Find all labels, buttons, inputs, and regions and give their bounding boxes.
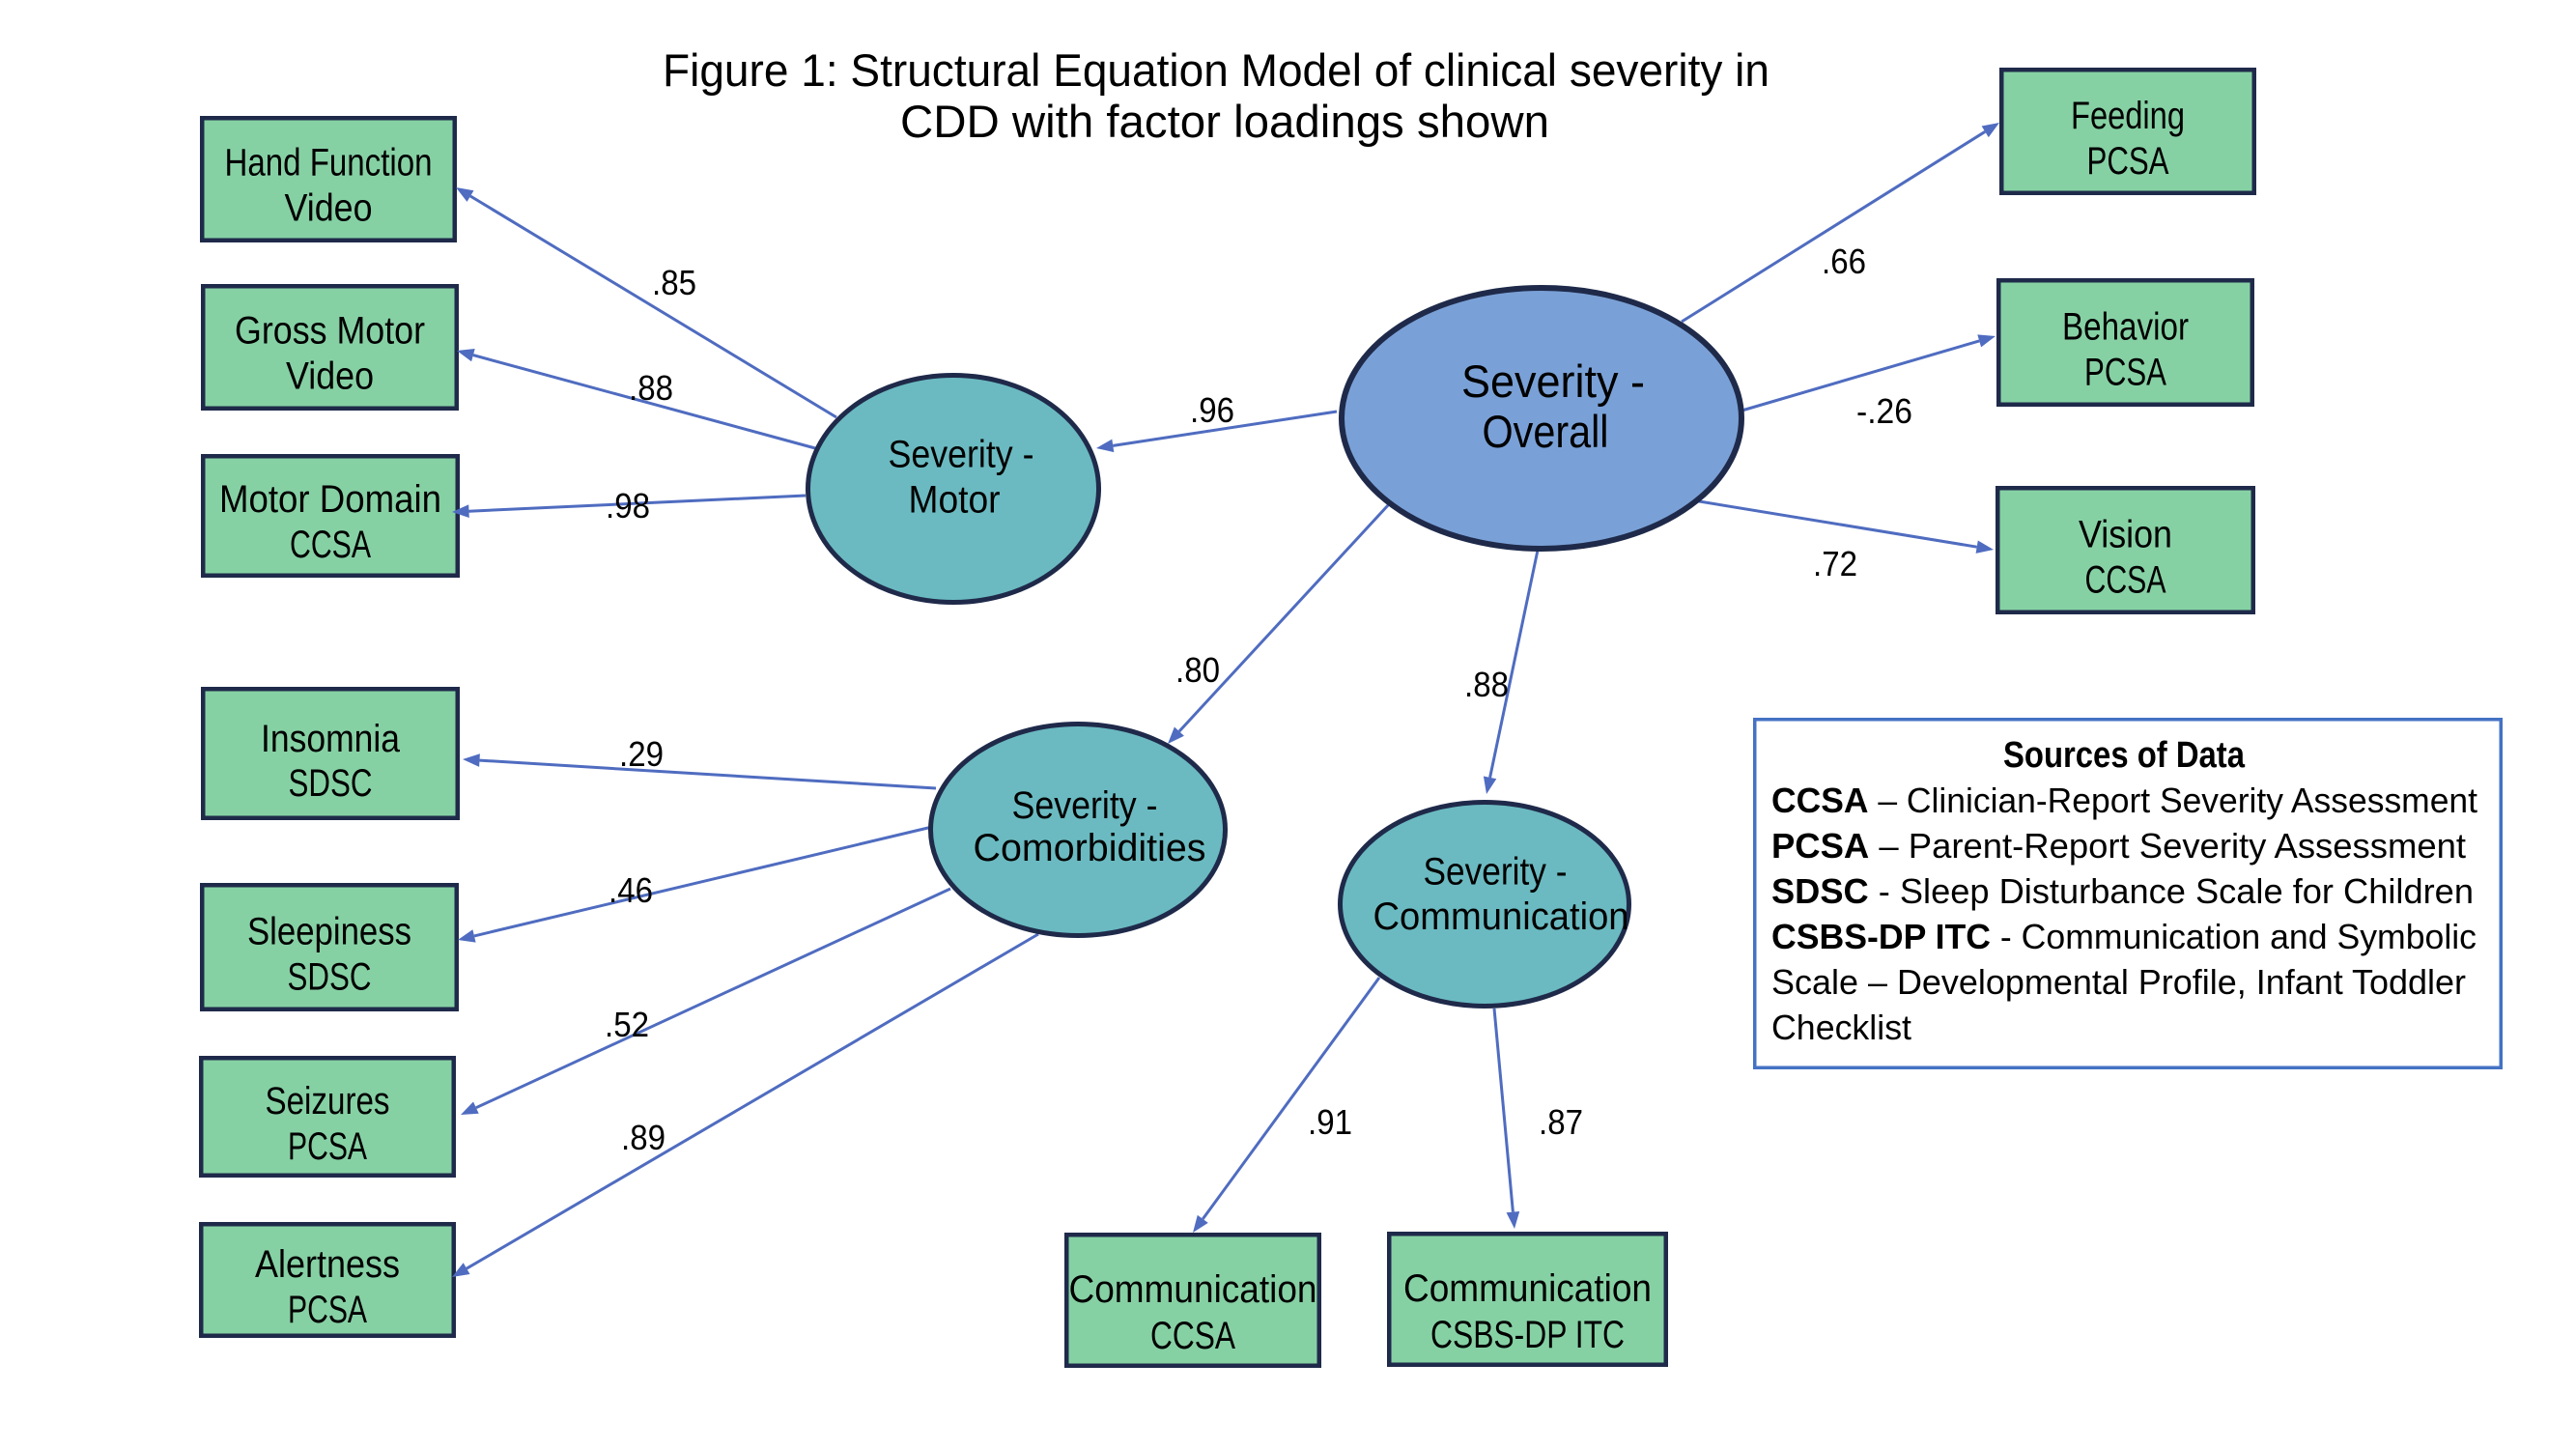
- svg-text:Comorbidities: Comorbidities: [974, 827, 1206, 869]
- svg-text:Behavior: Behavior: [2062, 306, 2189, 349]
- svg-text:PCSA: PCSA: [2087, 140, 2169, 183]
- svg-text:.89: .89: [621, 1118, 665, 1157]
- svg-text:Motor: Motor: [909, 479, 1001, 522]
- svg-text:PCSA: PCSA: [2084, 352, 2166, 394]
- svg-text:Feeding: Feeding: [2071, 95, 2185, 137]
- svg-text:.91: .91: [1308, 1102, 1352, 1142]
- svg-text:Scale – Developmental Profile,: Scale – Developmental Profile, Infant To…: [1771, 962, 2466, 1002]
- svg-text:Hand Function: Hand Function: [225, 142, 433, 185]
- svg-text:.72: .72: [1813, 544, 1857, 583]
- svg-text:Sleepiness: Sleepiness: [247, 911, 411, 953]
- svg-text:Sources of Data: Sources of Data: [2003, 735, 2246, 776]
- svg-text:CCSA: CCSA: [290, 524, 371, 566]
- svg-text:.46: .46: [609, 870, 653, 910]
- svg-text:Vision: Vision: [2079, 514, 2172, 556]
- svg-text:Checklist: Checklist: [1771, 1008, 1911, 1047]
- svg-text:Severity -: Severity -: [1424, 851, 1568, 894]
- svg-text:Motor Domain: Motor Domain: [219, 478, 441, 521]
- svg-text:CSBS-DP ITC: CSBS-DP ITC: [1430, 1314, 1625, 1356]
- svg-text:Figure 1: Structural Equation: Figure 1: Structural Equation Model of c…: [663, 44, 1769, 96]
- svg-text:SDSC: SDSC: [289, 762, 373, 805]
- svg-text:CDD with factor loadings shown: CDD with factor loadings shown: [900, 96, 1549, 147]
- svg-text:CCSA: CCSA: [2085, 559, 2166, 602]
- svg-text:Video: Video: [285, 187, 373, 230]
- svg-text:.96: .96: [1190, 390, 1234, 430]
- svg-text:Video: Video: [286, 355, 374, 398]
- svg-text:CCSA: CCSA: [1150, 1315, 1235, 1357]
- svg-text:-.26: -.26: [1856, 391, 1912, 431]
- svg-text:CCSA – Clinician-Report Severi: CCSA – Clinician-Report Severity Assessm…: [1771, 781, 2477, 820]
- svg-text:.29: .29: [619, 734, 664, 774]
- svg-text:.98: .98: [606, 486, 650, 526]
- svg-text:PCSA: PCSA: [288, 1125, 367, 1168]
- svg-text:SDSC - Sleep Disturbance Scale: SDSC - Sleep Disturbance Scale for Child…: [1771, 871, 2474, 911]
- svg-text:.52: .52: [605, 1005, 649, 1044]
- svg-text:Severity -: Severity -: [1012, 784, 1158, 827]
- svg-text:Severity -: Severity -: [889, 434, 1034, 476]
- svg-text:SDSC: SDSC: [288, 956, 372, 999]
- svg-text:PCSA: PCSA: [288, 1289, 367, 1331]
- svg-text:.85: .85: [652, 263, 696, 302]
- svg-text:Communication: Communication: [1069, 1268, 1317, 1311]
- svg-text:.88: .88: [1464, 665, 1509, 704]
- svg-text:Severity -: Severity -: [1461, 355, 1645, 407]
- svg-text:Insomnia: Insomnia: [261, 718, 401, 760]
- svg-text:PCSA – Parent-Report Severity: PCSA – Parent-Report Severity Assessment: [1771, 826, 2466, 866]
- svg-text:Alertness: Alertness: [255, 1243, 400, 1286]
- svg-text:Overall: Overall: [1483, 406, 1609, 457]
- svg-text:Gross Motor: Gross Motor: [235, 310, 425, 353]
- svg-text:CSBS-DP ITC - Communication a: CSBS-DP ITC - Communication and Symbolic: [1771, 917, 2477, 956]
- svg-text:Seizures: Seizures: [266, 1080, 390, 1122]
- svg-text:Communication: Communication: [1403, 1267, 1652, 1310]
- svg-text:.87: .87: [1539, 1102, 1583, 1142]
- svg-text:.66: .66: [1822, 242, 1866, 281]
- svg-text:.80: .80: [1175, 650, 1220, 690]
- svg-text:Communication: Communication: [1373, 895, 1629, 938]
- svg-text:.88: .88: [629, 368, 673, 408]
